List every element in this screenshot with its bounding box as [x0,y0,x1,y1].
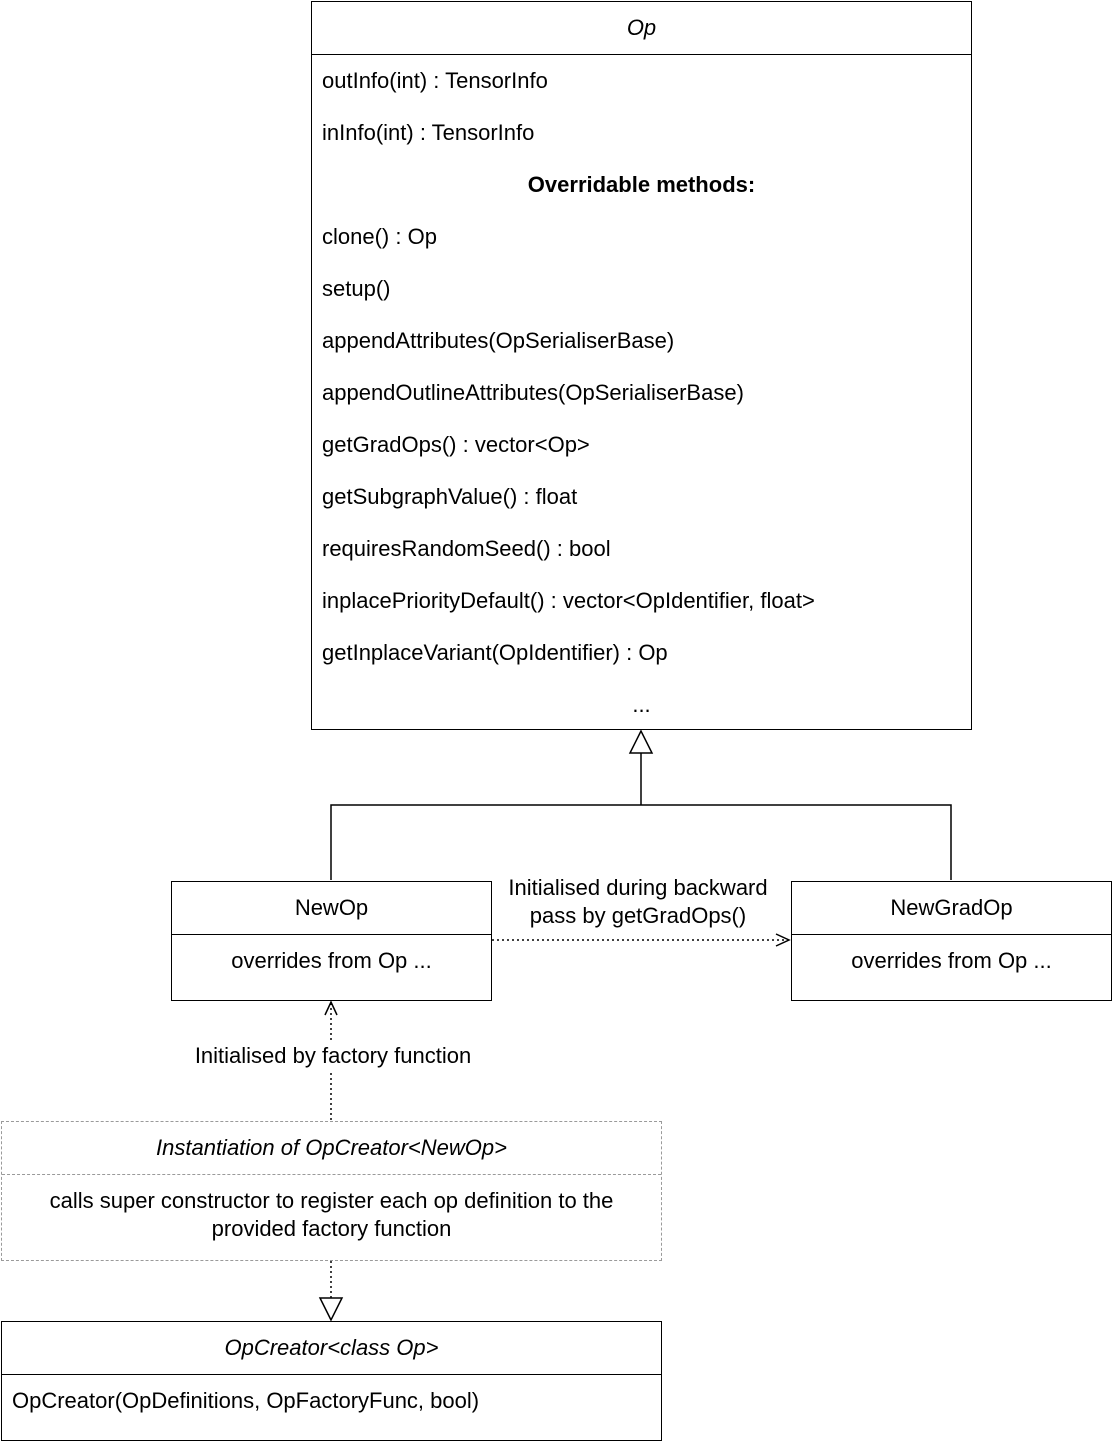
op-method: appendOutlineAttributes(OpSerialiserBase… [322,380,744,405]
inheritance-line-newgradop [641,804,952,880]
op-method: clone() : Op [322,224,437,249]
op-class-title: Op [312,2,971,55]
instantiation-body: calls super constructor to register each… [2,1175,661,1243]
grad-edge-label: Initialised during backward pass by getG… [492,874,784,930]
factory-edge-label: Initialised by factory function [174,1042,492,1070]
newgradop-class-body: overrides from Op ... [851,948,1052,973]
newop-class-title: NewOp [172,882,491,935]
op-ellipsis: ... [632,692,651,717]
newgradop-class-title: NewGradOp [792,882,1111,935]
opcreator-member: OpCreator(OpDefinitions, OpFactoryFunc, … [12,1388,480,1413]
op-member: inInfo(int) : TensorInfo [322,120,535,145]
op-method: requiresRandomSeed() : bool [322,536,611,561]
op-method: getSubgraphValue() : float [322,484,578,509]
instantiation-body-line: provided factory function [211,1216,452,1241]
op-method: getGradOps() : vector<Op> [322,432,590,457]
inheritance-arrowhead-op [628,729,654,754]
op-method: setup() [322,276,391,301]
op-method: inplacePriorityDefault() : vector<OpIden… [322,588,815,613]
grad-edge-label-line: pass by getGradOps() [529,903,747,928]
dependency-arrowhead-factory [324,1000,338,1016]
instantiation-title: Instantiation of OpCreator<NewOp> [2,1122,661,1175]
op-method: getInplaceVariant(OpIdentifier) : Op [322,640,668,665]
newgradop-class-box: NewGradOp overrides from Op ... [791,881,1112,1001]
opcreator-class-box: OpCreator<class Op> OpCreator(OpDefiniti… [1,1321,662,1441]
op-member: outInfo(int) : TensorInfo [322,68,548,93]
newop-class-box: NewOp overrides from Op ... [171,881,492,1001]
dependency-arrowhead-grad [775,933,791,947]
op-class-box: Op outInfo(int) : TensorInfo inInfo(int)… [311,1,972,730]
newop-class-body: overrides from Op ... [231,948,432,973]
realization-arrowhead [318,1297,344,1322]
overridable-heading: Overridable methods: [527,172,756,197]
opcreator-class-title: OpCreator<class Op> [2,1322,661,1375]
instantiation-body-line: calls super constructor to register each… [49,1188,614,1213]
inheritance-line-newop [330,804,641,880]
instantiation-box: Instantiation of OpCreator<NewOp> calls … [1,1121,662,1261]
op-method: appendAttributes(OpSerialiserBase) [322,328,675,353]
grad-edge-label-line: Initialised during backward [508,875,768,900]
